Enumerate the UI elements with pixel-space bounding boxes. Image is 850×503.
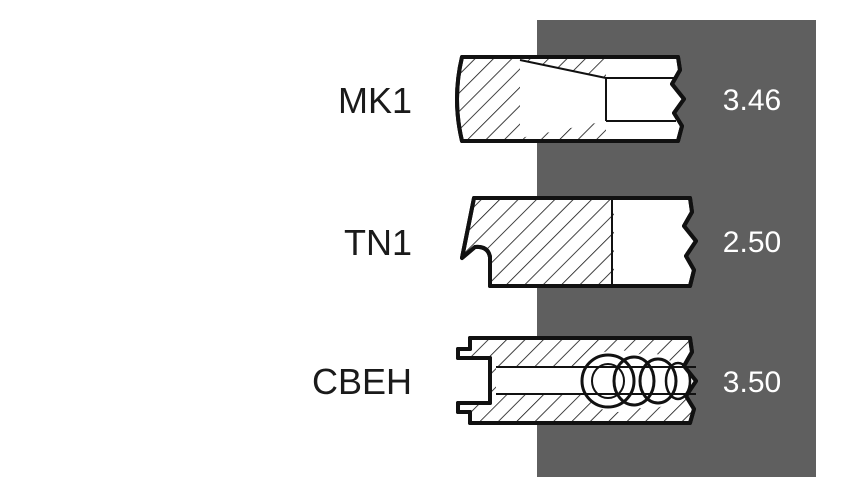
ring-cbeh-cross-section xyxy=(456,336,698,425)
ring-label-cbeh: CBEH xyxy=(312,361,412,402)
ring-tn1-cross-section xyxy=(460,196,698,288)
ring-mk1-cross-section xyxy=(455,55,686,143)
ring-value-mk1: 3.46 xyxy=(723,84,781,117)
ring-tn1: TN1 2.50 xyxy=(344,196,781,288)
ring-label-tn1: TN1 xyxy=(344,222,412,263)
ring-value-tn1: 2.50 xyxy=(723,226,781,259)
ring-value-cbeh: 3.50 xyxy=(723,366,781,399)
ring-cbeh: CBEH 3.50 xyxy=(312,336,781,425)
expander-spring xyxy=(580,353,692,409)
ring-mk1: MK1 3.46 xyxy=(338,55,781,143)
ring-label-mk1: MK1 xyxy=(338,80,412,121)
